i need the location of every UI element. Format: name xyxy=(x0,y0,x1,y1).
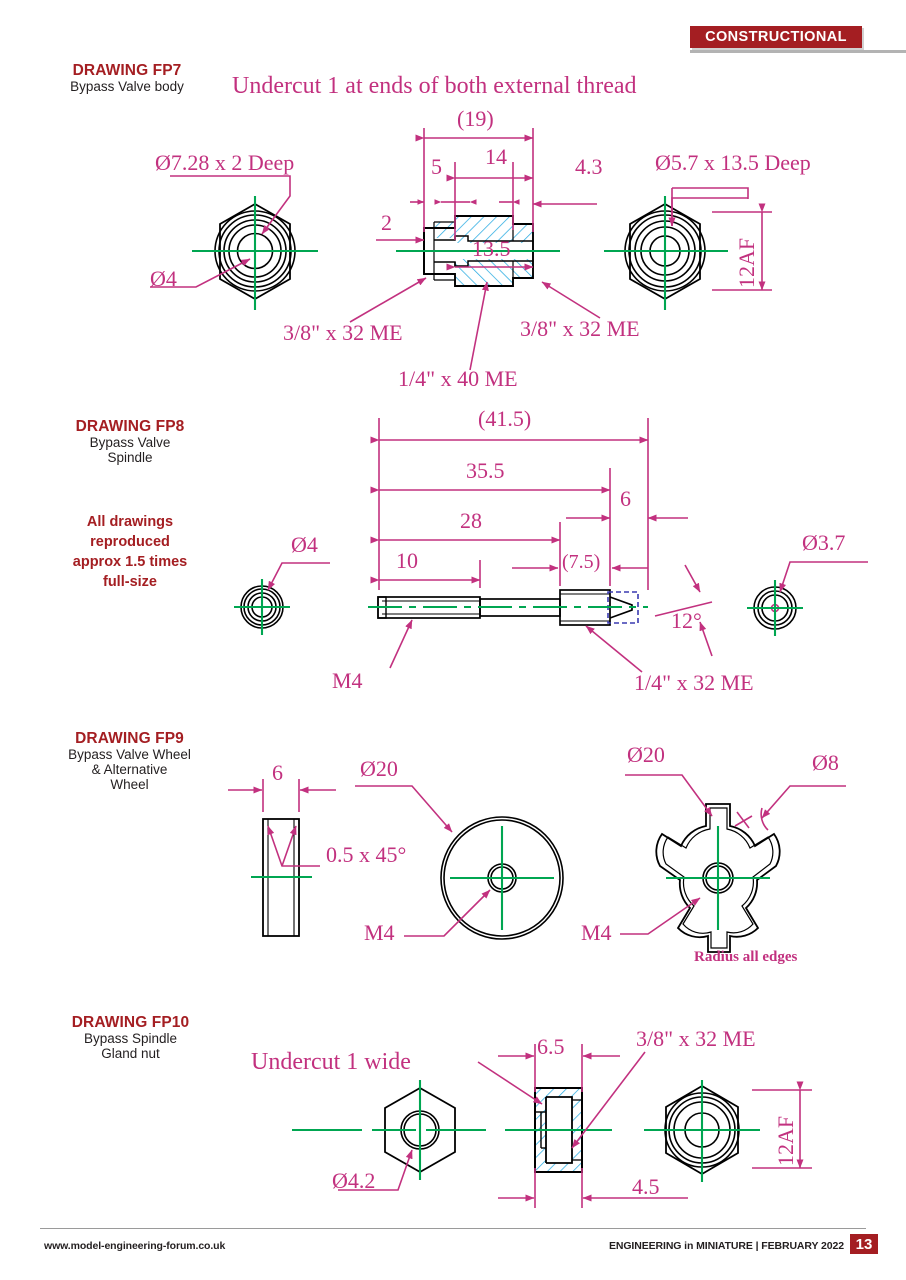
fp7-dia-4-label: Ø4 xyxy=(150,266,177,291)
fp7-len-2-label: 2 xyxy=(381,210,392,235)
section-title-fp8: DRAWING FP8 Bypass Valve Spindle xyxy=(30,418,230,465)
fp8-subtitle-line-1: Bypass Valve xyxy=(89,435,171,450)
repro-note-line-1: All drawings xyxy=(86,514,174,530)
fp7-len-14-label: 14 xyxy=(485,144,507,169)
fp9-dia-8-label: Ø8 xyxy=(812,750,839,775)
footer-magazine-name: ENGINEERING in MINIATURE xyxy=(608,1240,753,1252)
fp10-12af-label: 12AF xyxy=(773,1115,798,1166)
fp7-right-hex-view xyxy=(604,196,728,310)
fp8-len-28-label: 28 xyxy=(460,508,482,533)
constructional-header-label: CONSTRUCTIONAL xyxy=(705,29,847,45)
footer-website[interactable]: www.model-engineering-forum.co.uk xyxy=(44,1240,226,1252)
section-title-fp7: DRAWING FP7 Bypass Valve body xyxy=(32,62,222,94)
footer-separator: | xyxy=(752,1240,762,1252)
fp8-right-end-view xyxy=(747,580,803,636)
fp8-angle-12-label: 12° xyxy=(671,608,702,633)
fp9-subtitle-line-2: & Alternative xyxy=(91,762,168,777)
fp8-title: DRAWING FP8 xyxy=(75,418,185,435)
footer-page-number: 13 xyxy=(850,1234,878,1254)
fp9-dia-20-label: Ø20 xyxy=(360,756,398,781)
fp8-subtitle-line-2: Spindle xyxy=(107,450,153,465)
fp7-len-43-label: 4.3 xyxy=(575,154,603,179)
fp10-dia-42-label: Ø4.2 xyxy=(332,1168,376,1193)
fp10-undercut-label: Undercut 1 wide xyxy=(251,1049,411,1075)
fp7-dia-728-label: Ø7.28 x 2 Deep xyxy=(155,150,295,175)
repro-note-line-2: reproduced xyxy=(90,534,170,550)
fp8-left-end-view xyxy=(234,579,290,635)
fp9-title: DRAWING FP9 xyxy=(75,730,184,747)
fp8-len-10-label: 10 xyxy=(396,548,418,573)
fp9-alt-m4-label: M4 xyxy=(581,920,612,945)
fp7-thread-bore-label: 1/4" x 40 ME xyxy=(398,366,518,391)
fp10-title: DRAWING FP10 xyxy=(71,1014,190,1031)
fp7-thread-right-label: 3/8" x 32 ME xyxy=(520,316,640,341)
fp10-hex-front-view xyxy=(292,1080,486,1180)
header-rule xyxy=(690,50,906,53)
fp7-12af-label: 12AF xyxy=(734,237,759,288)
fp8-len-75-label: (7.5) xyxy=(562,551,601,573)
fp8-len-415-label: (41.5) xyxy=(478,406,532,431)
fp10-len-45-label: 4.5 xyxy=(632,1174,660,1199)
fp9-radius-note: Radius all edges xyxy=(694,949,798,965)
section-title-fp10: DRAWING FP10 Bypass Spindle Gland nut xyxy=(28,1014,233,1061)
fp10-hex-end-view xyxy=(644,1080,760,1182)
fp7-subtitle-line-1: Bypass Valve body xyxy=(70,79,184,94)
fp9-len-6-label: 6 xyxy=(272,760,283,785)
fp7-len-5-label: 5 xyxy=(431,154,442,179)
fp7-len-19-label: (19) xyxy=(457,106,494,131)
fp7-thread-left-label: 3/8" x 32 ME xyxy=(283,320,403,345)
fp9-alt-dia-20-label: Ø20 xyxy=(627,742,665,767)
fp9-wheel-front-view xyxy=(440,816,564,940)
fp7-len-135-label: 13.5 xyxy=(472,236,511,261)
fp10-section-view xyxy=(505,1087,612,1173)
fp7-title: DRAWING FP7 xyxy=(72,62,182,79)
fp9-subtitle-line-1: Bypass Valve Wheel xyxy=(68,747,191,762)
fp10-subtitle-line-1: Bypass Spindle xyxy=(83,1031,178,1046)
fp8-len-6-label: 6 xyxy=(620,486,631,511)
repro-note-line-4: full-size xyxy=(103,574,157,590)
fp8-spindle-side-view xyxy=(368,589,648,626)
fp8-dimensions xyxy=(267,418,868,673)
fp8-len-355-label: 35.5 xyxy=(466,458,505,483)
constructional-header-band: CONSTRUCTIONAL xyxy=(690,26,862,48)
repro-note-line-3: approx 1.5 times xyxy=(72,554,188,570)
fp9-wheel-side-view xyxy=(251,818,312,937)
section-title-fp9: DRAWING FP9 Bypass Valve Wheel & Alterna… xyxy=(22,730,237,792)
footer-issue-line: ENGINEERING in MINIATURE | FEBRUARY 2022 xyxy=(609,1240,844,1252)
fp7-dia-57-label: Ø5.7 x 13.5 Deep xyxy=(655,150,811,175)
fp9-m4-label: M4 xyxy=(364,920,395,945)
fp9-alternative-wheel-view xyxy=(655,803,781,953)
reproduction-note: All drawings reproduced approx 1.5 times… xyxy=(30,512,230,592)
fp10-len-65-label: 6.5 xyxy=(537,1034,565,1059)
fp7-undercut-note: Undercut 1 at ends of both external thre… xyxy=(232,73,637,99)
footer-rule xyxy=(40,1228,866,1229)
fp8-thread-label: 1/4" x 32 ME xyxy=(634,670,754,695)
fp10-thread-label: 3/8" x 32 ME xyxy=(636,1026,756,1051)
fp9-dimensions xyxy=(228,774,846,937)
fp8-dia-4-label: Ø4 xyxy=(291,532,318,557)
fp8-m4-label: M4 xyxy=(332,668,363,693)
footer-issue-date: FEBRUARY 2022 xyxy=(761,1240,844,1252)
fp9-subtitle-line-3: Wheel xyxy=(110,777,149,792)
fp8-dia-37-label: Ø3.7 xyxy=(802,530,846,555)
fp9-chamfer-label: 0.5 x 45° xyxy=(326,842,407,867)
fp10-subtitle-line-2: Gland nut xyxy=(101,1046,160,1061)
fp7-left-hex-view xyxy=(192,196,318,310)
